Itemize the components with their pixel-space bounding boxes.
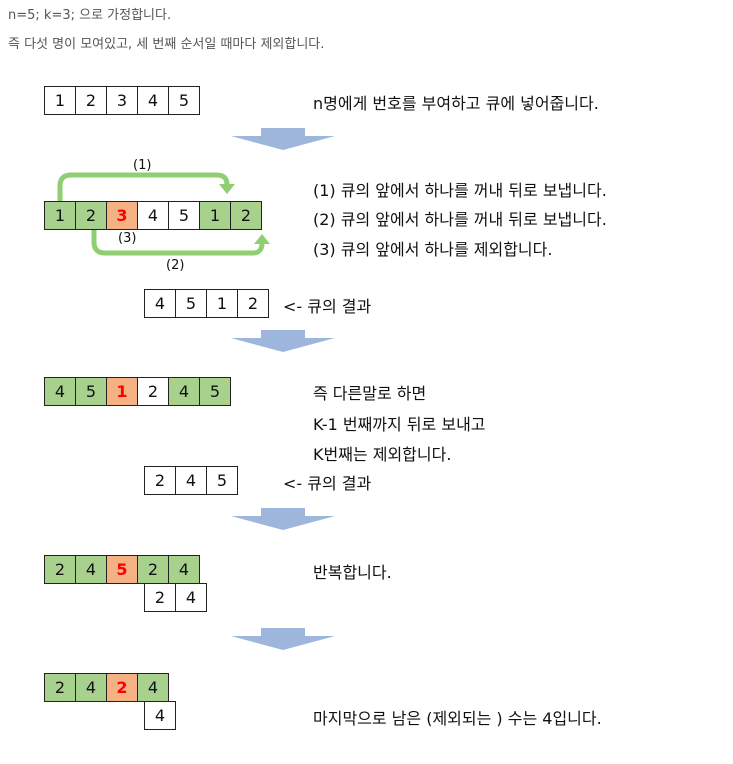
queue-result-label: <- 큐의 결과 [283, 297, 372, 316]
queue-initial: 1 2 3 4 5 [44, 86, 200, 115]
queue-rotation: 1 2 3 4 5 1 2 [44, 201, 262, 230]
queue-cell: 4 [44, 377, 76, 406]
queue-result-3: 2 4 [144, 583, 207, 612]
queue-result-2: 2 4 5 [144, 466, 238, 495]
queue-cell: 4 [75, 555, 107, 584]
queue-cell: 2 [44, 555, 76, 584]
queue-cell: 4 [168, 377, 200, 406]
queue-cell: 1 [206, 289, 238, 318]
queue-cell-removed: 3 [106, 201, 138, 230]
step3-description-3: K번째는 제외합니다. [313, 445, 452, 464]
queue-cell: 4 [137, 86, 169, 115]
queue-cell: 1 [44, 86, 76, 115]
queue-cell: 5 [75, 377, 107, 406]
queue-result-1: 4 5 1 2 [144, 289, 269, 318]
queue-cell: 2 [75, 201, 107, 230]
curve-arrowhead-1 [219, 184, 235, 194]
curve-arrowhead-2 [254, 234, 270, 244]
step2-description-1: (1) 큐의 앞에서 하나를 꺼내 뒤로 보냅니다. [313, 181, 607, 200]
down-arrow-icon [231, 628, 335, 650]
queue-summary: 4 5 1 2 4 5 [44, 377, 231, 406]
queue-cell: 1 [199, 201, 231, 230]
queue-last: 4 [144, 701, 176, 730]
queue-cell: 4 [175, 466, 207, 495]
step1-description: n명에게 번호를 부여하고 큐에 넣어줍니다. [313, 94, 599, 113]
queue-cell: 5 [206, 466, 238, 495]
step3-description-2: K-1 번째까지 뒤로 보내고 [313, 415, 486, 434]
queue-cell: 2 [137, 377, 169, 406]
step4-description: 반복합니다. [313, 563, 392, 582]
step3-description-1: 즉 다른말로 하면 [313, 384, 427, 403]
queue-cell: 2 [137, 555, 169, 584]
queue-repeat: 2 4 5 2 4 [44, 555, 200, 584]
intro-line-2: 즉 다섯 명이 모여있고, 세 번째 순서일 때마다 제외합니다. [8, 37, 325, 52]
queue-cell: 2 [230, 201, 262, 230]
down-arrow-icon [231, 508, 335, 530]
queue-cell: 5 [168, 201, 200, 230]
queue-cell: 5 [168, 86, 200, 115]
queue-final: 2 4 2 4 [44, 673, 169, 702]
down-arrow-icon [231, 330, 335, 352]
queue-cell: 4 [75, 673, 107, 702]
intro-line-1: n=5; k=3; 으로 가정합니다. [8, 8, 172, 23]
queue-cell: 4 [144, 289, 176, 318]
queue-cell-last: 4 [144, 701, 176, 730]
queue-cell: 2 [237, 289, 269, 318]
down-arrow-icon [231, 128, 335, 150]
label-step-1: (1) [133, 158, 152, 173]
step2-description-2: (2) 큐의 앞에서 하나를 꺼내 뒤로 보냅니다. [313, 210, 607, 229]
queue-cell: 2 [144, 583, 176, 612]
queue-cell: 4 [168, 555, 200, 584]
queue-cell: 1 [44, 201, 76, 230]
queue-cell: 2 [144, 466, 176, 495]
queue-cell-removed: 5 [106, 555, 138, 584]
curve-arrow-1 [57, 172, 230, 203]
queue-cell: 4 [175, 583, 207, 612]
queue-cell-removed: 2 [106, 673, 138, 702]
queue-cell: 5 [175, 289, 207, 318]
label-step-2: (2) [166, 258, 185, 273]
queue-cell: 3 [106, 86, 138, 115]
step2-description-3: (3) 큐의 앞에서 하나를 제외합니다. [313, 240, 553, 259]
queue-cell-removed: 1 [106, 377, 138, 406]
queue-cell: 4 [137, 673, 169, 702]
queue-cell: 5 [199, 377, 231, 406]
queue-cell: 2 [44, 673, 76, 702]
queue-result-label: <- 큐의 결과 [283, 474, 372, 493]
queue-cell: 2 [75, 86, 107, 115]
queue-cell: 4 [137, 201, 169, 230]
step5-description: 마지막으로 남은 (제외되는 ) 수는 4입니다. [313, 709, 602, 728]
label-step-3: (3) [118, 231, 137, 246]
